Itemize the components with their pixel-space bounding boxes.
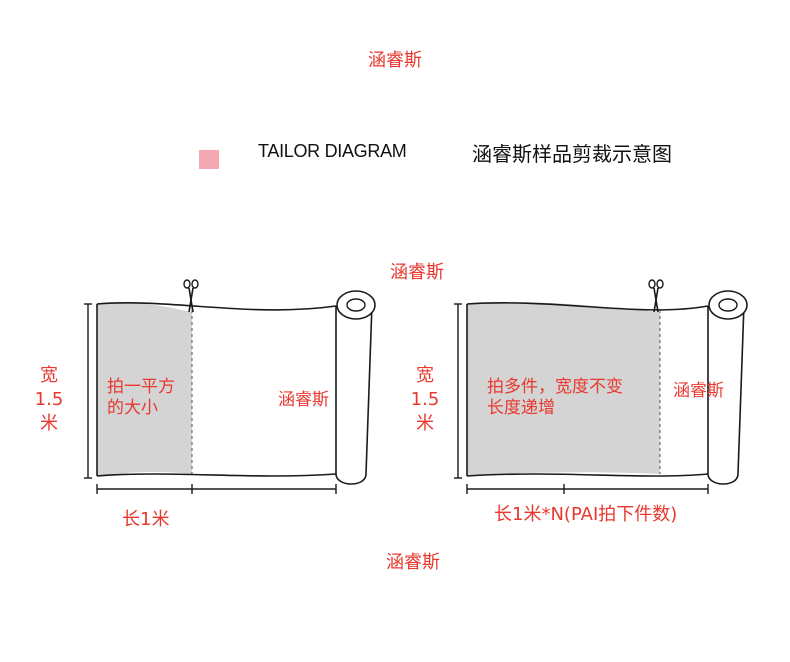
left-width-label-value: 1.5 (34, 389, 64, 410)
pink-swatch-icon (199, 150, 219, 169)
right-width-label-char: 宽 (416, 365, 434, 386)
watermark-middle: 涵睿斯 (390, 262, 444, 283)
left-fabric (84, 279, 376, 494)
right-fabric (454, 279, 748, 494)
right-sample-area (467, 302, 660, 476)
left-sample-area (97, 302, 192, 476)
right-sample-text-line1: 拍多件，宽度不变 (487, 377, 623, 397)
scissors-icon (648, 279, 664, 313)
right-roll-text: 涵睿斯 (673, 381, 724, 401)
right-sample-text-line2: 长度递增 (487, 398, 555, 418)
watermark-top: 涵睿斯 (368, 50, 422, 71)
watermark-bottom: 涵睿斯 (386, 552, 440, 573)
left-sample-text: 拍一平方 的大小 (107, 377, 175, 419)
tailor-diagram-title: TAILOR DIAGRAM (258, 141, 407, 161)
scissors-icon (183, 279, 199, 313)
left-sample-text-line2: 的大小 (107, 398, 158, 418)
left-length-label: 长1米 (122, 509, 170, 530)
chinese-diagram-title: 涵睿斯样品剪裁示意图 (472, 142, 672, 166)
left-roll-text: 涵睿斯 (278, 390, 329, 410)
right-width-label: 宽 1.5 米 (410, 364, 440, 436)
right-width-label-unit: 米 (416, 413, 434, 434)
right-width-label-value: 1.5 (410, 389, 440, 410)
left-width-label-char: 宽 (40, 365, 58, 386)
right-sample-text: 拍多件，宽度不变 长度递增 (487, 377, 623, 419)
left-sample-text-line1: 拍一平方 (107, 377, 175, 397)
left-width-label: 宽 1.5 米 (34, 364, 64, 436)
left-width-label-unit: 米 (40, 413, 58, 434)
right-length-label: 长1米*N(PAI拍下件数) (494, 504, 678, 525)
